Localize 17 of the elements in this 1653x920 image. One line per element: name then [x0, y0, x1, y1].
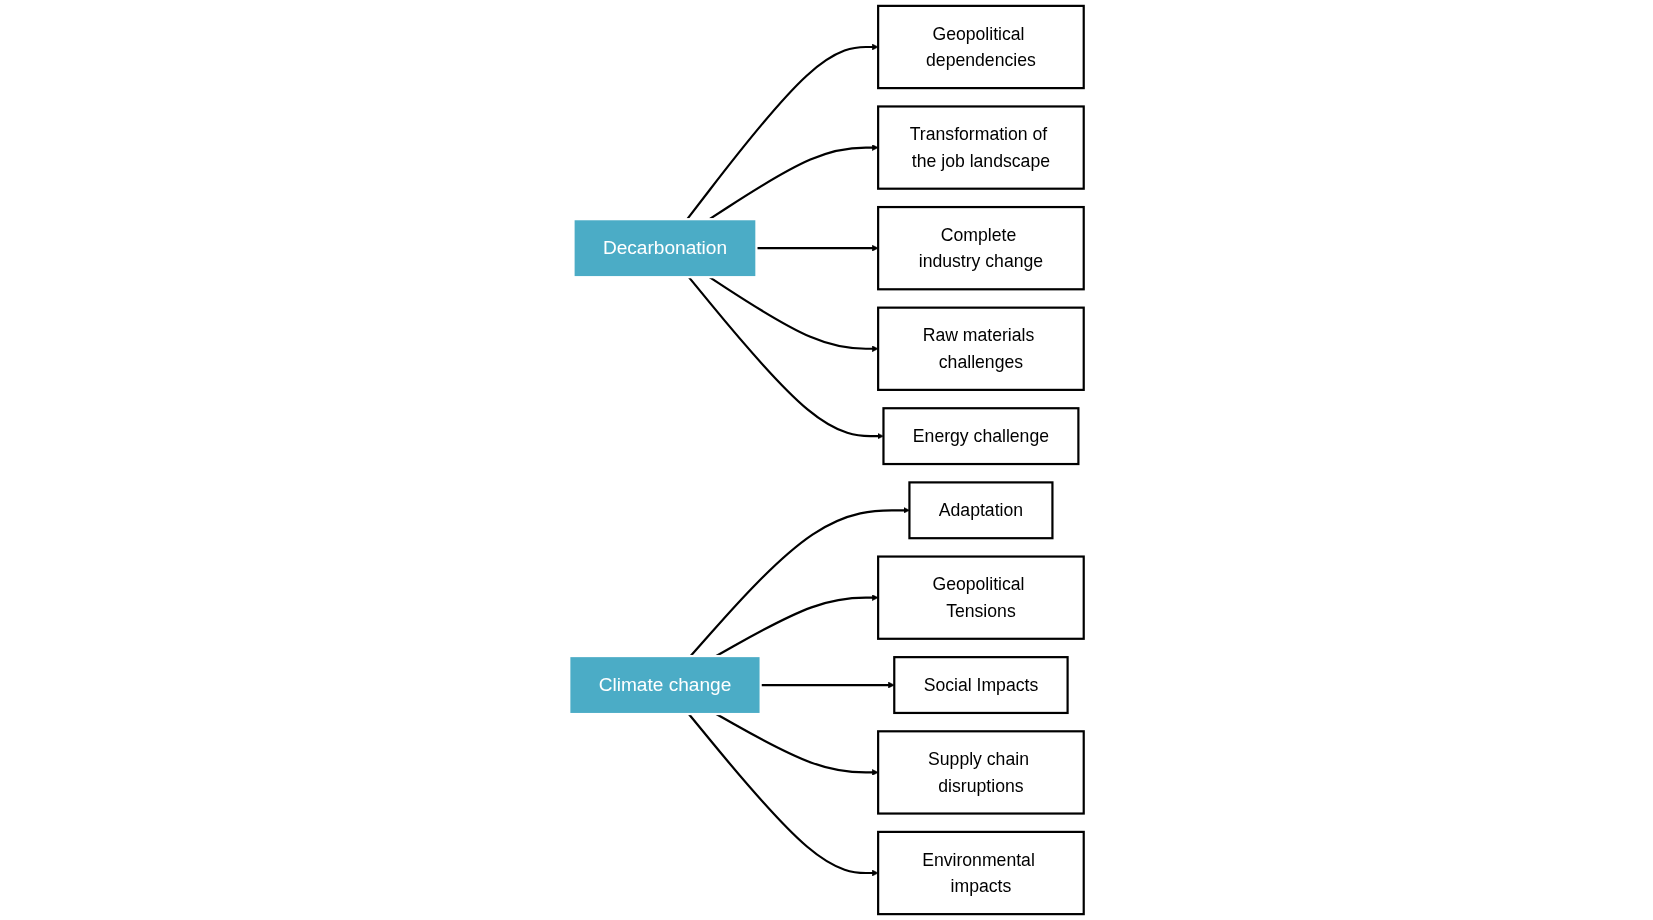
node-box: Climate change: [568, 654, 762, 716]
node-box: Decarbonation: [572, 218, 758, 279]
arrow: [760, 681, 895, 689]
arrow: [686, 43, 879, 220]
node-box: Environmental impacts: [877, 830, 1085, 916]
arrow: [756, 244, 879, 252]
node-box: Geopolitical dependencies: [877, 4, 1085, 90]
node-box: Supply chain disruptions: [877, 730, 1085, 815]
node-box: Adaptation: [908, 481, 1054, 540]
arrow: [715, 594, 879, 657]
node-box: Transformation of the job landscape: [877, 105, 1085, 190]
node-box: Geopolitical Tensions: [877, 555, 1085, 640]
node-box: Energy challenge: [882, 407, 1080, 466]
node-box: Social Impacts: [893, 656, 1069, 715]
node-box: Raw materials challenges: [877, 306, 1085, 391]
arrow: [689, 507, 910, 657]
node-box: Complete industry change: [877, 205, 1085, 291]
